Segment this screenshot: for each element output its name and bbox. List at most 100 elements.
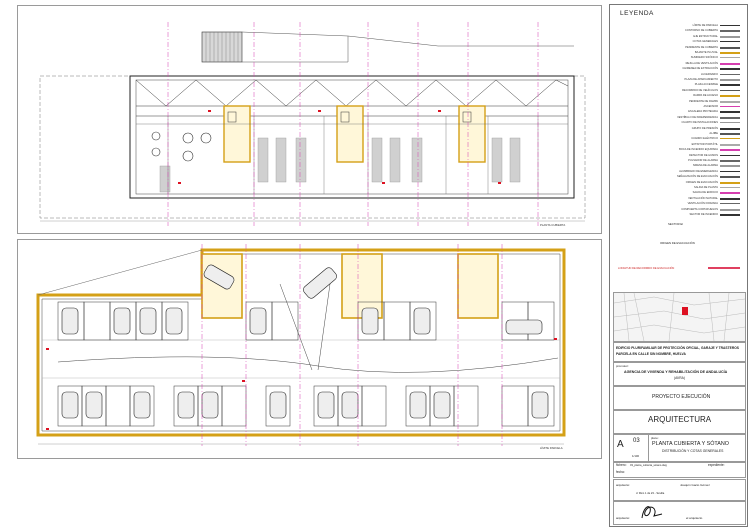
legend-item-label: VENTILACIÓN NATURAL xyxy=(688,196,718,200)
legend-item-label: EXTINTOR PORTÁTIL xyxy=(691,142,718,146)
legend-symbol xyxy=(720,25,740,26)
legend-symbol xyxy=(720,89,740,91)
legend-symbol xyxy=(720,62,740,65)
legend-symbol xyxy=(720,165,740,168)
legend-item: RAMPA DE ACCESO xyxy=(614,93,742,99)
legend-item-label: ALUMBRADO DE EMERGENCIA xyxy=(679,169,718,173)
legend-item: CUARTO DE INSTALACIONES xyxy=(614,120,742,126)
file-box: fichero: 03_planta_cubierta_sotano.dwg f… xyxy=(613,462,746,478)
legend-item: COTAS GENERALES xyxy=(614,39,742,45)
fichero: 03_planta_cubierta_sotano.dwg xyxy=(630,464,667,467)
architect-label: arquitecto: xyxy=(616,483,631,487)
phase: PROYECTO EJECUCIÓN xyxy=(652,394,711,400)
legend-item: VENTILACIÓN FORZADA xyxy=(614,201,742,207)
legend-symbol xyxy=(720,208,740,211)
legend-symbol xyxy=(720,214,740,216)
legend-symbol xyxy=(720,106,740,107)
legend-symbol xyxy=(720,41,740,43)
sheet-letter: A xyxy=(617,439,624,450)
signature-note: el arquitecto xyxy=(686,516,703,520)
discipline-box: ARQUITECTURA xyxy=(613,410,746,434)
legend-symbol xyxy=(720,100,740,103)
legend-symbol xyxy=(720,127,740,130)
legend-symbol xyxy=(720,73,740,75)
legend-item: PENDIENTE DE RAMPA xyxy=(614,99,742,105)
legend-item: PENDIENTE DE CUBIERTA xyxy=(614,45,742,51)
legend-item: EXTINTOR PORTÁTIL xyxy=(614,142,742,148)
legend-item-label: PLAZA ACCESIBLE xyxy=(694,83,718,87)
legend-item-label: PENDIENTE DE RAMPA xyxy=(689,99,718,103)
signature-mark xyxy=(641,506,663,519)
legend-symbol xyxy=(720,181,740,184)
architect-box: arquitecto: Joaquín Gacio Gómez c/ Rico … xyxy=(613,479,746,501)
project-desc: EDIFICIO PLURIFAMILIAR DE PROTECCIÓN OFI… xyxy=(616,346,739,350)
basement-plan-drawing xyxy=(36,244,566,446)
legend-item: CUADRO ELÉCTRICO xyxy=(614,136,742,142)
legend-symbol xyxy=(720,35,740,38)
legend-item: LUCERNARIO xyxy=(614,72,742,78)
legend-symbol xyxy=(720,111,740,114)
legend-symbol xyxy=(720,192,740,195)
basement-plan-panel: LÍMITE PARCELA xyxy=(17,239,602,459)
fichero-label: fichero: xyxy=(616,463,627,467)
legend-sub-origin: ORIGEN DE EVACUACIÓN xyxy=(660,241,695,245)
legend-symbol xyxy=(720,176,740,179)
location-map xyxy=(613,292,746,342)
legend-item: COMPUERTA CORTAFUEGOS xyxy=(614,207,742,213)
legend-item-label: ORIGEN DE EVACUACIÓN xyxy=(685,180,718,184)
legend-symbol xyxy=(720,203,740,205)
legend-item-label: RECORRIDO DE VEHÍCULOS xyxy=(682,88,718,92)
promoter-box: promotor: AGENCIA DE VIVIENDA Y REHABILI… xyxy=(613,362,746,386)
legend-item-label: REJILLA DE VENTILACIÓN xyxy=(685,61,718,65)
legend-item-label: VENTILACIÓN FORZADA xyxy=(687,202,718,206)
legend-item-label: COTAS GENERALES xyxy=(692,40,718,44)
legend-symbol xyxy=(720,143,740,146)
red-line-symbol xyxy=(708,267,740,269)
legend-symbol xyxy=(720,160,740,162)
legend-item-label: COMPUERTA CORTAFUEGOS xyxy=(681,207,718,211)
legend-item: VESTÍBULO DE INDEPENDENCIA xyxy=(614,115,742,121)
sheet-box: A 03 1/100 plano: PLANTA CUBIERTA Y SÓTA… xyxy=(613,434,746,462)
sheet-number: 03 xyxy=(633,438,640,444)
legend-item: LÍMITE DE PARCELA xyxy=(614,23,742,29)
legend-item: CHIMENEA DE EXTRACCIÓN xyxy=(614,66,742,72)
legend-item-label: RAMPA DE ACCESO xyxy=(693,94,718,98)
architect-address: c/ Rico 1 de 23 - Sevilla xyxy=(636,492,665,495)
legend-item-label: CHIMENEA DE EXTRACCIÓN xyxy=(682,67,718,71)
legend-item: CONTORNO DE CUBIERTA xyxy=(614,28,742,34)
legend-item: VENTILACIÓN NATURAL xyxy=(614,196,742,202)
legend-red-label: LONGITUD DE RECORRIDO DE EVACUACIÓN xyxy=(618,267,675,270)
legend-item: SALIDA DE EDIFICIO xyxy=(614,190,742,196)
legend-item: DETECTOR DE HUMOS xyxy=(614,153,742,159)
legend-item: PLAZA DE APARCAMIENTO xyxy=(614,77,742,83)
promoter-sub: (AVRA) xyxy=(674,376,685,380)
legend-sub-sector: SECTOR EI xyxy=(668,222,684,226)
legend-symbol xyxy=(720,154,740,156)
plan-label: plano: xyxy=(651,436,659,440)
scale: 1/100 xyxy=(632,454,639,458)
legend-symbol xyxy=(720,68,740,71)
legend-symbol xyxy=(720,149,740,152)
legend-symbol xyxy=(720,133,740,135)
legend-item-label: VESTÍBULO DE INDEPENDENCIA xyxy=(677,115,718,119)
legend-symbol xyxy=(720,57,740,59)
legend-item-label: SEÑALIZACIÓN DE EVACUACIÓN xyxy=(676,175,718,179)
fecha-label: fecha: xyxy=(616,470,625,474)
legend-item: ALUMBRADO DE EMERGENCIA xyxy=(614,169,742,175)
legend-item-label: SIRENA DE ALARMA xyxy=(692,164,718,168)
legend-item: SEÑALIZACIÓN DE EVACUACIÓN xyxy=(614,174,742,180)
signature-box: arquitecto: el arquitecto xyxy=(613,501,746,525)
promoter-name: AGENCIA DE VIVIENDA Y REHABILITACIÓN DE … xyxy=(624,370,728,374)
legend-item: PLAZA ACCESIBLE xyxy=(614,82,742,88)
legend-title: LEYENDA xyxy=(620,10,654,17)
legend-item-label: SUMIDERO SIFÓNICO xyxy=(690,56,718,60)
legend-item: SIRENA DE ALARMA xyxy=(614,163,742,169)
legend-item-label: CONTORNO DE CUBIERTA xyxy=(684,29,718,33)
legend-item-label: PENDIENTE DE CUBIERTA xyxy=(685,45,718,49)
expediente-label: expediente: xyxy=(708,463,725,467)
basement-dim-label: LÍMITE PARCELA xyxy=(540,446,563,450)
legend-item: REJILLA DE VENTILACIÓN xyxy=(614,61,742,67)
legend-item-label: BOCA DE INCENDIO EQUIPADA xyxy=(679,148,718,152)
